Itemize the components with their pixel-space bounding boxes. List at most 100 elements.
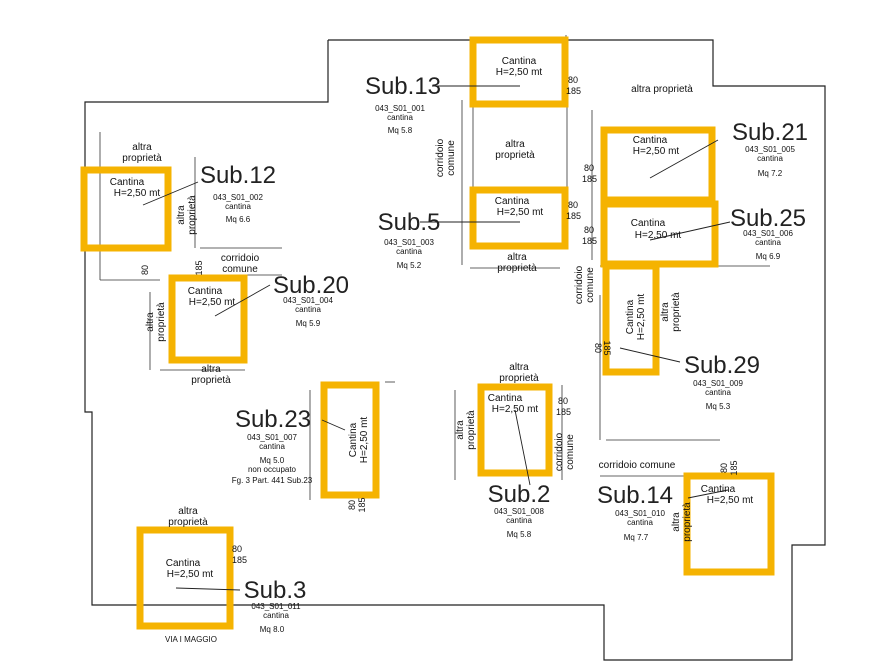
sub-label: Sub.13 (365, 73, 441, 100)
unit-sub21: Sub.21 043_S01_005 cantina Mq 7.2 (732, 119, 808, 178)
altra-word: altra (178, 506, 198, 517)
unit-sub5: Sub.5 043_S01_003 cantina Mq 5.2 (378, 209, 441, 270)
dim-185: 185 (232, 555, 247, 565)
unit-code: 043_S01_006 (743, 229, 793, 238)
unit-area: Mq 6.9 (756, 252, 781, 261)
unit-code: 043_S01_007 (247, 433, 297, 442)
sub-label: Sub.25 (730, 205, 806, 232)
dim-vert-sub12: 80 (140, 265, 150, 275)
corridoio-comune-vert-3: corridoio comune (554, 432, 576, 471)
proprieta-word: proprietà (653, 84, 693, 95)
sub-label: Sub.23 (235, 406, 311, 433)
altra-word: altra (631, 84, 651, 95)
height-label: H=2,50 mt (496, 67, 543, 78)
dim-80: 80 (593, 343, 603, 353)
sub-label: Sub.21 (732, 119, 808, 146)
dim-185: 185 (602, 340, 612, 355)
proprieta-word: proprietà (187, 195, 198, 235)
dim-185: 185 (357, 497, 367, 512)
altra-word: altra (505, 139, 525, 150)
dim-185: 185 (194, 260, 204, 275)
dim-185: 185 (582, 174, 597, 184)
comune-word: comune (446, 140, 457, 176)
corridoio-comune-horizontal: corridoio comune (599, 460, 676, 471)
altra-proprieta-vert-3: altra proprietà (660, 292, 682, 332)
altra-proprieta-vert-1: altra proprietà (176, 195, 198, 235)
unit-use: cantina (705, 388, 731, 397)
altra-proprieta-center-top: altra proprietà (495, 139, 535, 161)
unit-area: Mq 5.8 (507, 530, 532, 539)
height-label: H=2,50 mt (635, 230, 682, 241)
height-label: H=2,50 mt (707, 495, 754, 506)
altra-word: altra (132, 142, 152, 153)
unit-area: Mq 6.6 (226, 215, 251, 224)
height-label: H=2,50 mt (189, 297, 236, 308)
unit-sub3: Sub.3 043_S01_011 cantina Mq 8.0 (244, 577, 307, 634)
unit-area: Mq 5.0 (260, 456, 285, 465)
cantina-sub14: Cantina H=2,50 mt (701, 484, 754, 506)
unit-code: 043_S01_004 (283, 296, 333, 305)
corridoio-word: corridoio (435, 138, 446, 177)
sub-label: Sub.12 (200, 162, 276, 189)
cantina-sub12: Cantina H=2,50 mt (110, 177, 161, 199)
cantina-label: Cantina (495, 196, 530, 207)
altra-word: altra (660, 302, 671, 322)
dim-80: 80 (584, 163, 594, 173)
altra-proprieta-left-mid: altra proprietà (191, 364, 231, 386)
altra-word: altra (507, 252, 527, 263)
cantina-label: Cantina (348, 422, 359, 457)
sub-label: Sub.5 (378, 209, 441, 236)
unit-use: cantina (396, 247, 422, 256)
unit-code: 043_S01_010 (615, 509, 665, 518)
dim-80: 80 (584, 225, 594, 235)
cantina-sub25: Cantina H=2,50 mt (631, 218, 682, 241)
dim-80: 80 (568, 200, 578, 210)
height-label: H=2,50 mt (636, 294, 647, 341)
unit-use: cantina (755, 238, 781, 247)
unit-sub12: Sub.12 043_S01_002 cantina Mq 6.6 (200, 162, 276, 224)
dim-80: 80 (140, 265, 150, 275)
unit-sub13: Sub.13 043_S01_001 cantina Mq 5.8 (365, 73, 441, 135)
altra-proprieta-bottom-left: altra proprietà (168, 506, 208, 528)
cantina-sub29: Cantina H=2,50 mt (625, 294, 647, 341)
unit-area: Mq 8.0 (260, 625, 285, 634)
comune-word: comune (585, 267, 596, 303)
cantina-label: Cantina (701, 484, 736, 495)
comune-word: comune (565, 434, 576, 470)
altra-word: altra (509, 362, 529, 373)
cantina-label: Cantina (488, 393, 523, 404)
proprieta-word: proprietà (156, 302, 167, 342)
height-label: H=2,50 mt (359, 417, 370, 464)
unit-sub29: Sub.29 043_S01_009 cantina Mq 5.3 (684, 352, 760, 411)
sub-label: Sub.29 (684, 352, 760, 379)
dim-80: 80 (568, 75, 578, 85)
sub-label: Sub.20 (273, 272, 349, 299)
unit-code: 043_S01_005 (745, 145, 795, 154)
altra-proprieta-vert-4: altra proprietà (455, 410, 477, 450)
unit-code: 043_S01_001 (375, 104, 425, 113)
dim-vert-sub23: 80 185 (347, 497, 367, 512)
corridoio-comune-vert-1: corridoio comune (435, 138, 457, 177)
cantina-label: Cantina (625, 299, 636, 334)
unit-use: cantina (506, 516, 532, 525)
unit-area: Mq 5.9 (296, 319, 321, 328)
unit-area: Mq 7.7 (624, 533, 649, 542)
comune-word: comune (222, 264, 258, 275)
dim-vert-sub12b: 185 (194, 260, 204, 275)
proprieta-word: proprietà (495, 150, 535, 161)
unit-sub14: Sub.14 043_S01_010 cantina Mq 7.7 (597, 482, 673, 542)
interior-walls (99, 35, 770, 628)
unit-code: 043_S01_002 (213, 193, 263, 202)
corridoio-comune-vert-2: corridoio comune (574, 265, 596, 304)
unit-area: Mq 5.8 (388, 126, 413, 135)
sub-label: Sub.2 (488, 481, 551, 508)
height-label: H=2,50 mt (167, 569, 214, 580)
dim-185: 185 (582, 236, 597, 246)
altra-proprieta-vert-2: altra proprietà (145, 302, 167, 342)
cantina-label: Cantina (631, 218, 666, 229)
corridoio-word: corridoio (574, 265, 585, 304)
unit-code: 043_S01_009 (693, 379, 743, 388)
proprieta-word: proprietà (682, 502, 693, 542)
street-label: VIA I MAGGIO (165, 635, 217, 644)
altra-proprieta-top-right: altra proprietà (631, 84, 693, 95)
